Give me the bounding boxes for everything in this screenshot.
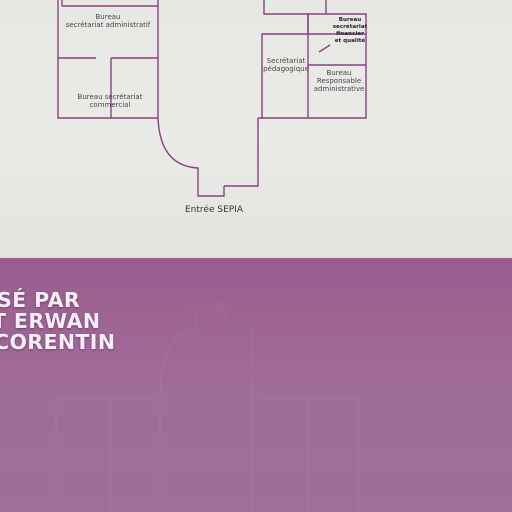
room-label-line: commercial [89, 101, 131, 109]
credits-line-2: T ERWAN [0, 309, 101, 333]
room-label-line: financier [336, 31, 364, 37]
room-label-line: secrétariat administratif [65, 21, 151, 29]
room-label-secretariat-pedagogique: Secrétariat pédagogique [258, 57, 314, 73]
left-wing-outline [57, 0, 159, 119]
room-label-line: Bureau [326, 69, 352, 77]
room-label-line: Bureau [95, 13, 121, 21]
floor-plan-panel: Bureau secrétariat administratif Bureau … [0, 0, 512, 258]
room-label-line: Bureau secrétariat [77, 93, 143, 101]
credits-panel: Entrée SEPIA [0, 258, 512, 512]
wall-segment [307, 14, 366, 66]
floor-plan-walls [57, 0, 367, 197]
ghost-wall [195, 309, 253, 512]
ghost-floor-plan [55, 309, 359, 512]
room-label-line: Secrétariat [266, 57, 306, 65]
corridor-right-wall [224, 118, 259, 187]
wall-segment [263, 0, 308, 15]
room-label-line: administrative [313, 85, 365, 93]
entrance-label: Entrée SEPIA [185, 205, 243, 215]
room-label-responsable-administrative: Bureau Responsable administrative [310, 69, 368, 93]
credits-line-1: SÉ PAR [0, 288, 81, 312]
credits-line-3: CORENTIN [0, 330, 116, 354]
door-marker [318, 44, 331, 53]
room-label-secretariat-administratif: Bureau secrétariat administratif [62, 13, 154, 29]
ghost-wall [55, 397, 156, 512]
room-label-line: et qualité [334, 38, 366, 44]
room-label-line: secrétariat [332, 24, 368, 30]
ghost-entrance-label: Entrée SEPIA [185, 302, 231, 310]
room-label-line: Bureau [338, 17, 362, 23]
ghost-wall [258, 397, 359, 512]
credits-heading: SÉ PAR T ERWAN CORENTIN [0, 290, 115, 353]
room-label-line: pédagogique [263, 65, 309, 73]
right-wing-inner-wall [258, 33, 308, 119]
corridor-curve [157, 117, 225, 197]
right-wing-outline [262, 33, 367, 119]
room-label-line: Responsable [316, 77, 362, 85]
room-label-secretariat-commercial: Bureau secrétariat commercial [64, 93, 156, 109]
room-label-secretariat-financier: Bureau secrétariat financier et qualité [330, 17, 370, 45]
ghost-corridor [159, 327, 197, 512]
